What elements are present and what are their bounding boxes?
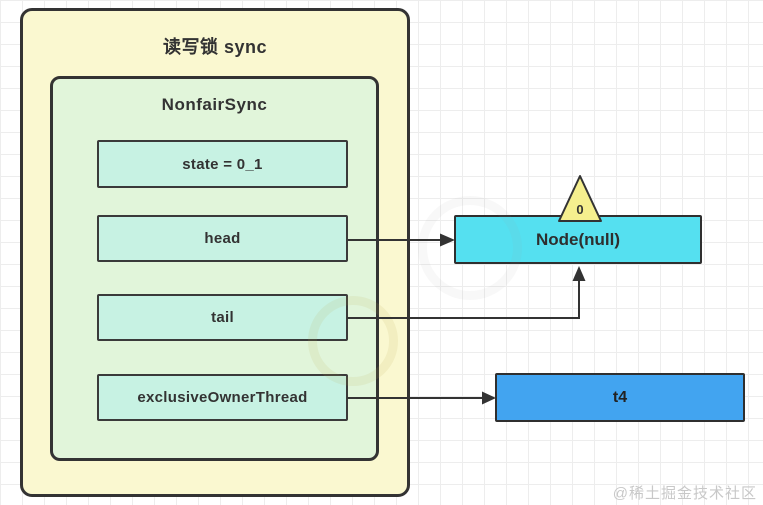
node-null-box: Node(null) [454, 215, 702, 264]
sync-title: 读写锁 sync [162, 37, 268, 57]
thread-t4-box: t4 [495, 373, 745, 422]
nonfairsync-container-box: NonfairSync state = 0_1 head tail exclus… [50, 76, 379, 461]
field-head: head [97, 215, 348, 262]
field-tail: tail [97, 294, 348, 341]
field-state: state = 0_1 [97, 140, 348, 188]
nonfairsync-title: NonfairSync [161, 95, 268, 114]
field-exclusive-owner-thread: exclusiveOwnerThread [97, 374, 348, 421]
sync-container-box: 读写锁 sync NonfairSync state = 0_1 head ta… [20, 8, 410, 497]
watermark-text: @稀土掘金技术社区 [612, 485, 757, 502]
